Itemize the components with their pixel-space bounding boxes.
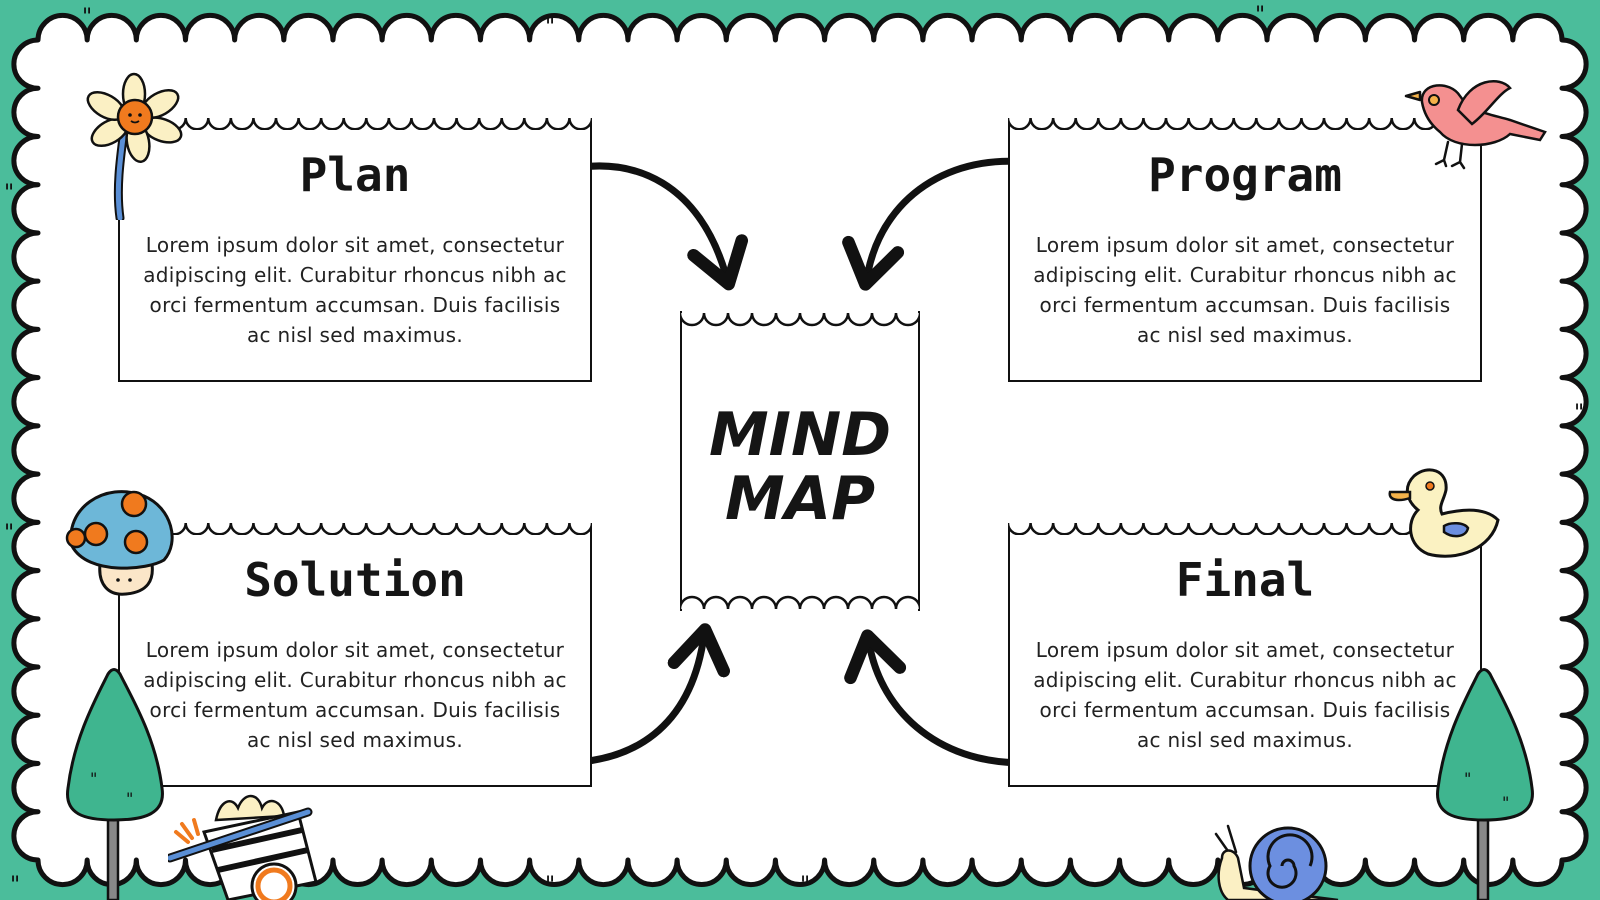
snail-icon	[1214, 824, 1339, 900]
svg-text:": "	[10, 873, 20, 898]
duck-icon	[1388, 468, 1500, 558]
tree-icon-right: " "	[1436, 668, 1534, 900]
flower-icon	[86, 72, 183, 220]
svg-text:": "	[1574, 401, 1584, 426]
scallop-edge-top	[680, 312, 920, 327]
svg-text:": "	[4, 181, 14, 206]
card-title: Program	[1148, 148, 1342, 202]
svg-text:": "	[800, 873, 810, 898]
svg-text:": "	[1255, 3, 1265, 28]
svg-text:": "	[545, 873, 555, 898]
mushroom-icon	[65, 490, 174, 596]
scallop-edge	[118, 117, 592, 130]
scallop-edge	[118, 522, 592, 535]
scallop-edge	[1008, 117, 1482, 130]
card-body: Lorem ipsum dolor sit amet, consectetur …	[1033, 638, 1457, 752]
svg-text:": "	[1502, 793, 1509, 812]
center-title-line1: MIND	[708, 400, 892, 470]
card-plan: Plan Lorem ipsum dolor sit amet, consect…	[118, 117, 592, 382]
center-title-line2: MAP	[724, 464, 876, 534]
svg-text:": "	[82, 5, 92, 30]
svg-text:": "	[126, 789, 133, 808]
card-body: Lorem ipsum dolor sit amet, consectetur …	[143, 638, 567, 752]
svg-text:": "	[4, 521, 14, 546]
card-title: Solution	[244, 553, 466, 607]
card-title: Final	[1175, 553, 1315, 607]
bird-icon	[1404, 80, 1547, 170]
tree-icon-left: " "	[66, 668, 164, 900]
center-mind-map-card: MIND MAP	[680, 311, 920, 611]
card-program: Program Lorem ipsum dolor sit amet, cons…	[1008, 117, 1482, 382]
card-body: Lorem ipsum dolor sit amet, consectetur …	[1033, 233, 1457, 347]
center-title: MIND MAP	[682, 403, 918, 531]
svg-text:": "	[545, 15, 555, 40]
cart-icon	[168, 794, 318, 900]
scallop-edge-bottom	[680, 595, 920, 610]
svg-text:": "	[1464, 769, 1471, 788]
card-body: Lorem ipsum dolor sit amet, consectetur …	[143, 233, 567, 347]
card-title: Plan	[299, 148, 411, 202]
card-solution: Solution Lorem ipsum dolor sit amet, con…	[118, 522, 592, 787]
svg-text:": "	[90, 769, 97, 788]
scallop-edge	[1008, 522, 1482, 535]
card-final: Final Lorem ipsum dolor sit amet, consec…	[1008, 522, 1482, 787]
